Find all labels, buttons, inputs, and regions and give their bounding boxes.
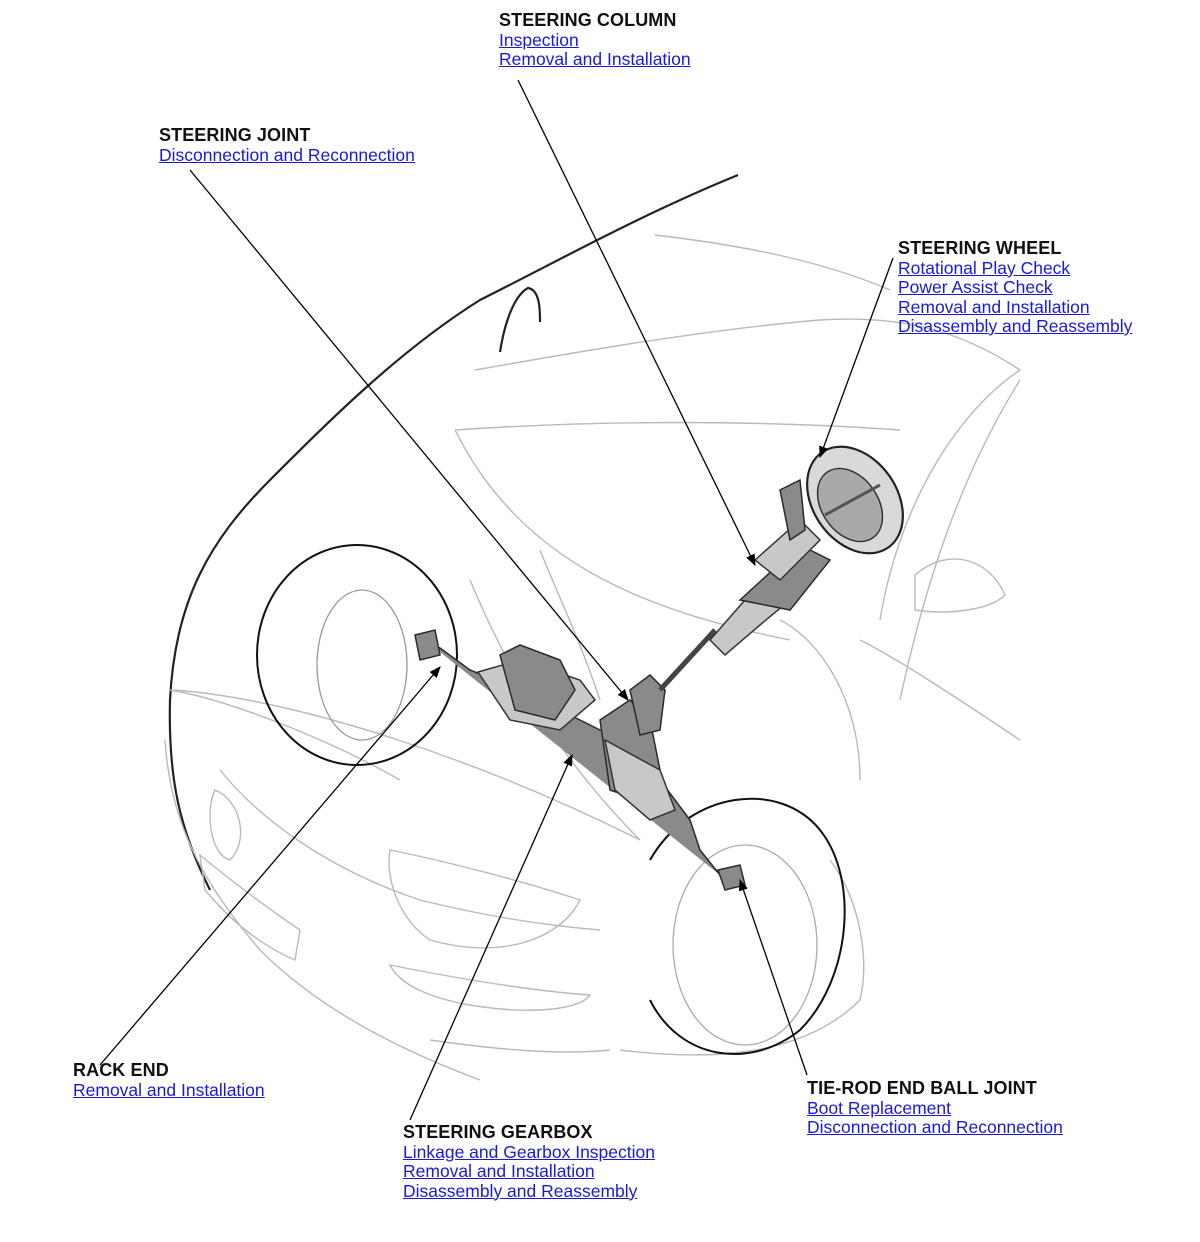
callout-steering-wheel: STEERING WHEEL Rotational Play Check Pow… — [898, 238, 1133, 337]
callout-tie-rod-end: TIE-ROD END BALL JOINT Boot Replacement … — [807, 1078, 1063, 1138]
callout-rack-end: RACK END Removal and Installation — [73, 1060, 265, 1100]
car-body-outline — [164, 173, 1021, 1081]
rack-end-removal-link[interactable]: Removal and Installation — [73, 1079, 265, 1100]
steering-wheel-icon — [806, 445, 904, 555]
steering-column-inspection-link[interactable]: Inspection — [499, 29, 579, 50]
tie-rod-end-boot-link[interactable]: Boot Replacement — [807, 1097, 951, 1118]
steering-gearbox-title: STEERING GEARBOX — [403, 1122, 593, 1142]
steering-column-title: STEERING COLUMN — [499, 10, 677, 30]
callout-steering-gearbox: STEERING GEARBOX Linkage and Gearbox Ins… — [403, 1122, 655, 1201]
steering-joint-disconnection-link[interactable]: Disconnection and Reconnection — [159, 144, 415, 165]
steering-column-removal-link[interactable]: Removal and Installation — [499, 49, 691, 69]
leader-lines — [99, 79, 894, 1121]
callout-steering-column: STEERING COLUMN Inspection Removal and I… — [499, 10, 691, 70]
steering-wheel-removal-link[interactable]: Removal and Installation — [898, 296, 1090, 317]
rack-end-title: RACK END — [73, 1060, 169, 1080]
tie-rod-end-disconnection-link[interactable]: Disconnection and Reconnection — [807, 1117, 1063, 1137]
steering-joint-title: STEERING JOINT — [159, 125, 311, 145]
steering-gearbox-icon — [414, 629, 746, 891]
steering-wheel-rotational-play-link[interactable]: Rotational Play Check — [898, 257, 1071, 278]
right-front-wheel — [649, 797, 846, 1055]
steering-gearbox-disassembly-link[interactable]: Disassembly and Reassembly — [403, 1180, 638, 1201]
steering-wheel-title: STEERING WHEEL — [898, 238, 1062, 258]
steering-column-icon — [629, 478, 832, 736]
tie-rod-end-title: TIE-ROD END BALL JOINT — [807, 1078, 1037, 1098]
steering-gearbox-inspection-link[interactable]: Linkage and Gearbox Inspection — [403, 1141, 655, 1162]
callout-steering-joint: STEERING JOINT Disconnection and Reconne… — [159, 125, 415, 165]
steering-gearbox-removal-link[interactable]: Removal and Installation — [403, 1161, 595, 1181]
steering-wheel-power-assist-link[interactable]: Power Assist Check — [898, 277, 1053, 297]
steering-wheel-disassembly-link[interactable]: Disassembly and Reassembly — [898, 316, 1133, 336]
